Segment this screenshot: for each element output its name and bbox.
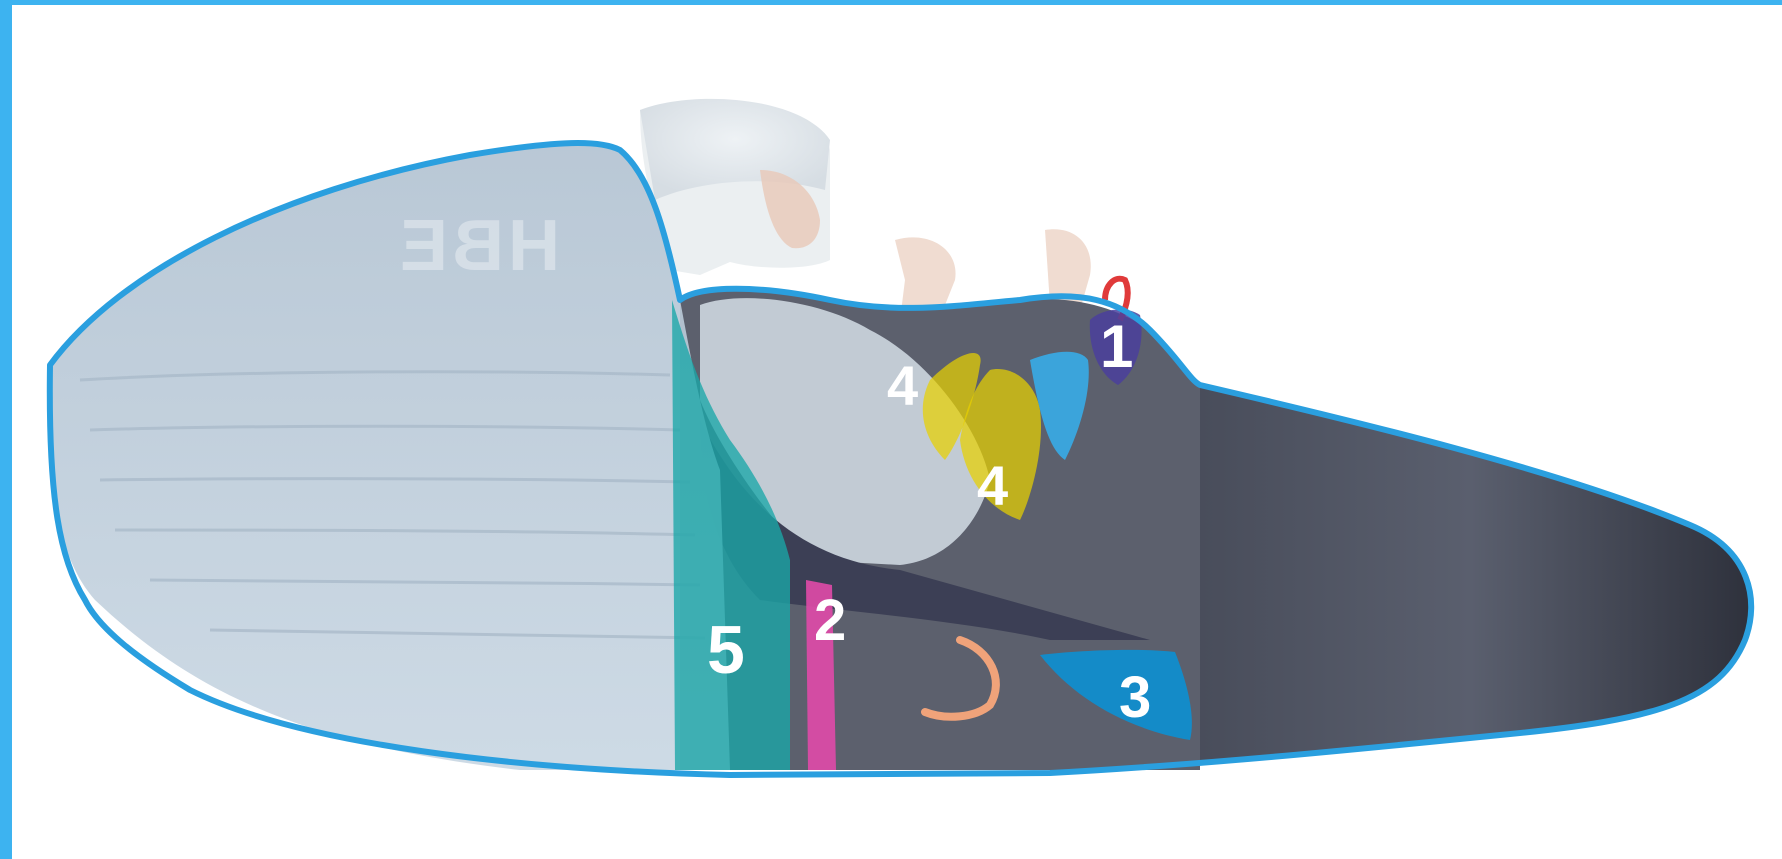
zone-5-label: 5	[707, 612, 745, 688]
zone-1-label: 1	[1100, 313, 1133, 380]
zone-4-lower-label: 4	[977, 454, 1008, 517]
back-protector	[50, 143, 730, 770]
zone-3-label: 3	[1119, 665, 1151, 730]
zone-2-label: 2	[814, 588, 846, 653]
zone-4-upper-label: 4	[887, 354, 918, 417]
svg-text:HBE: HBE	[396, 206, 560, 286]
brand-logo-watermark: HBE	[396, 206, 560, 286]
